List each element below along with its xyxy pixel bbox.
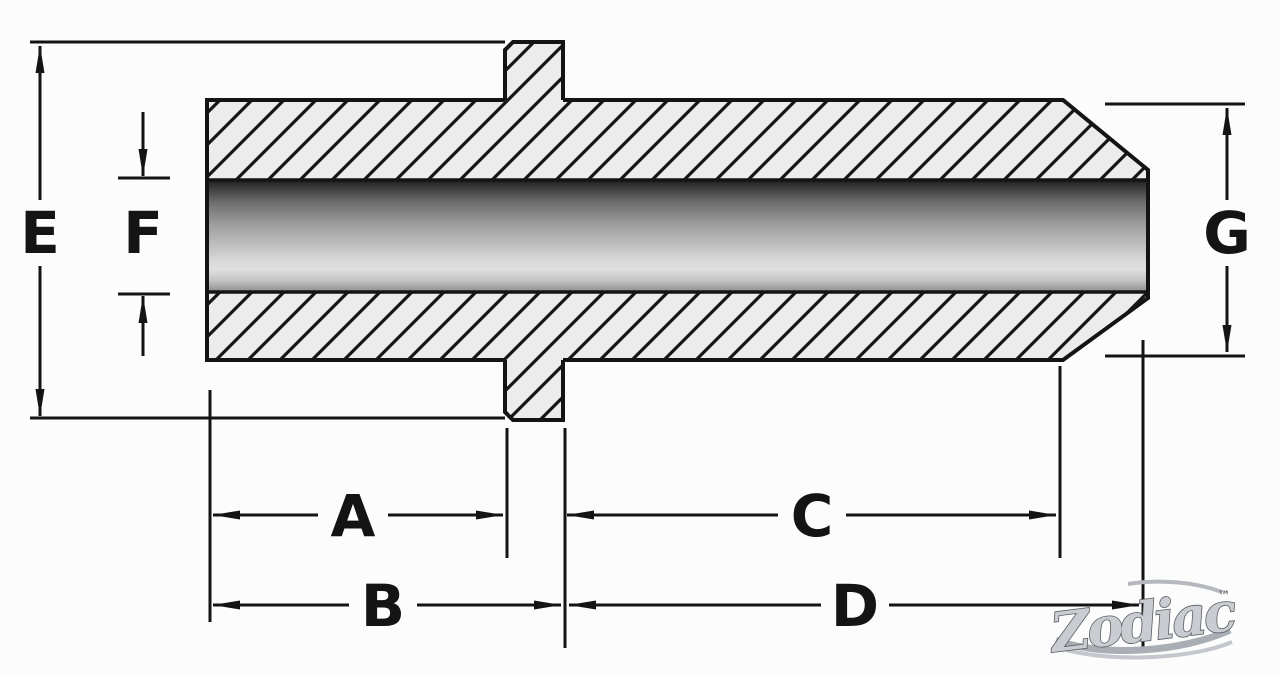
dim-label-g: G <box>1203 199 1251 267</box>
dimension-b: B <box>212 572 562 640</box>
dimension-f: F <box>118 112 170 356</box>
dimension-a: A <box>212 482 504 550</box>
dimension-callouts: E F G A <box>20 40 1251 648</box>
dimension-d: D <box>568 572 1140 640</box>
logo-swoosh-main <box>1054 626 1232 654</box>
dimension-c: C <box>566 482 1057 550</box>
logo-swoosh-lower <box>1065 640 1233 660</box>
logo-text: Zodiac <box>1045 579 1239 665</box>
dim-label-b: B <box>361 572 405 640</box>
dim-label-e: E <box>20 199 60 267</box>
flange-top-outline <box>503 40 565 100</box>
bore-edges <box>207 178 1148 294</box>
dim-label-a: A <box>331 482 376 550</box>
logo-trademark: ™ <box>1218 589 1231 604</box>
bore-shading <box>207 180 1148 292</box>
flange-bottom-hatch <box>505 360 563 420</box>
top-wall-hatch <box>207 100 1148 180</box>
flange-bottom-outline <box>503 360 565 422</box>
part-cross-section <box>205 40 1150 422</box>
dim-label-d: D <box>831 572 879 640</box>
dimension-g: G <box>1105 102 1251 358</box>
zodiac-logo: Zodiac ™ <box>1044 578 1240 666</box>
flange-top-hatch <box>505 42 563 100</box>
logo-swoosh-upper <box>1127 579 1223 594</box>
dim-label-c: C <box>791 482 834 550</box>
body-outline <box>205 98 1150 362</box>
bottom-wall-hatch <box>207 292 1148 360</box>
dimension-e: E <box>20 40 505 420</box>
dim-label-f: F <box>123 199 163 267</box>
